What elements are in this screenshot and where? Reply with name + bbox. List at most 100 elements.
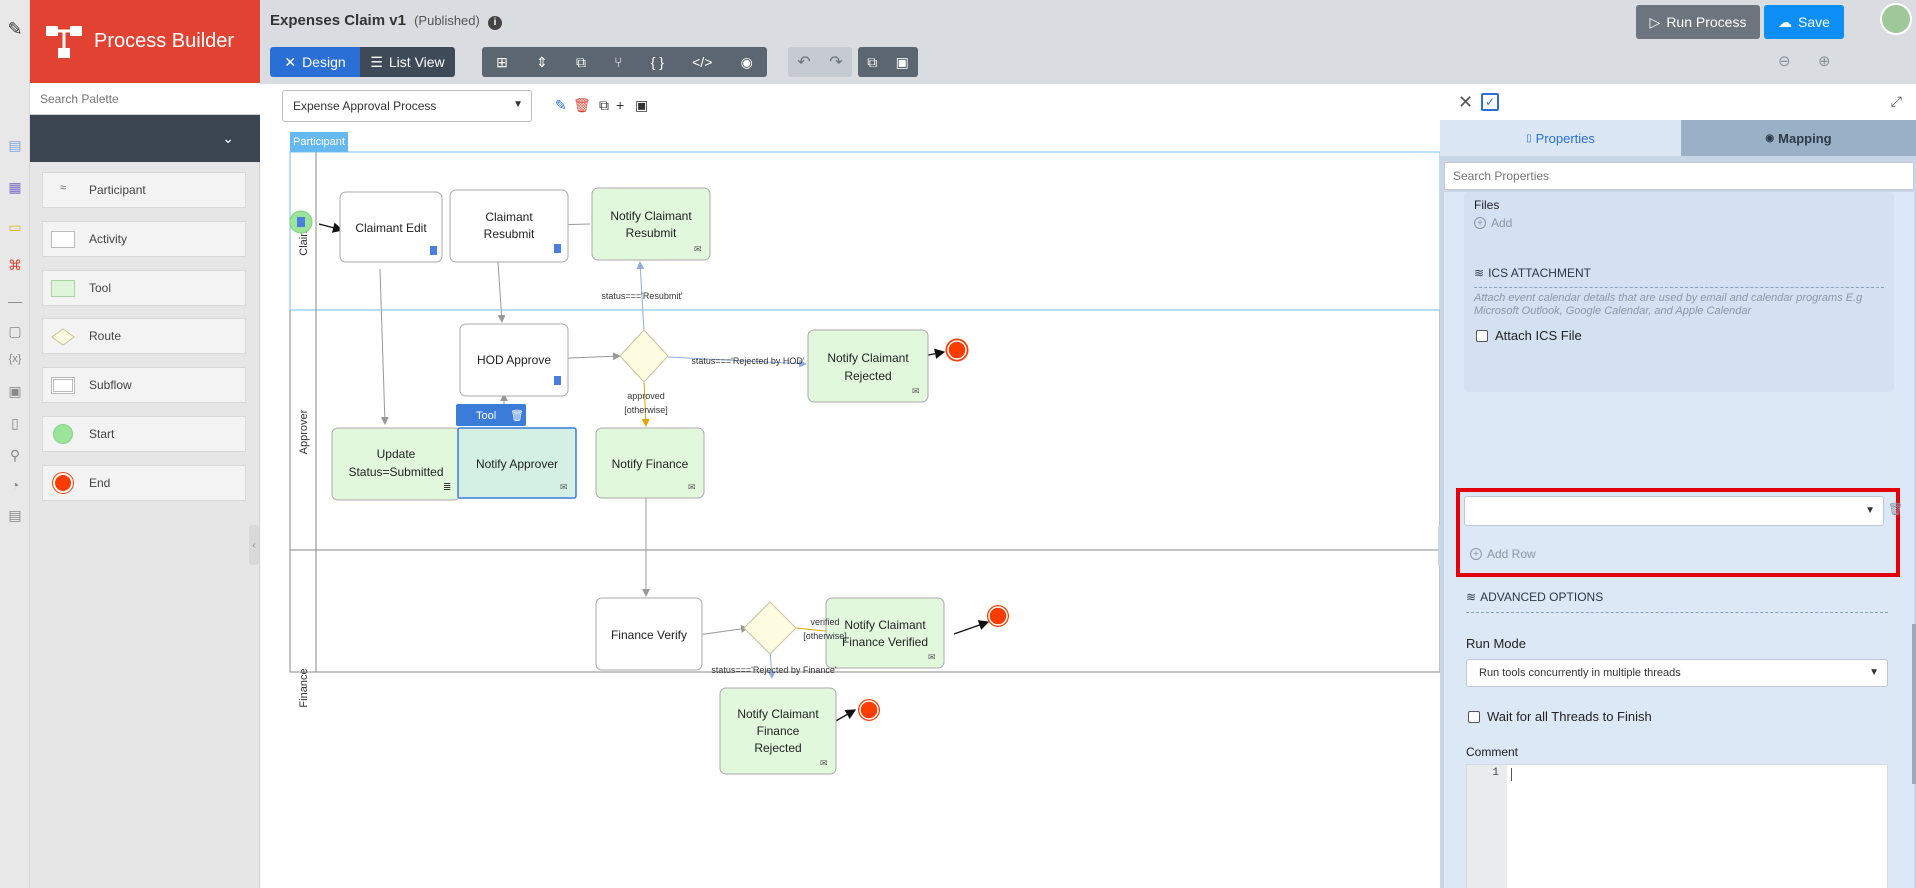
process-select[interactable]: Expense Approval Process ▼ (282, 90, 532, 122)
end-node[interactable] (858, 699, 880, 721)
check-icon[interactable]: ✓ (1481, 93, 1499, 111)
save-button[interactable]: ☁ Save (1764, 5, 1844, 39)
clipboard-icon[interactable]: ▣ (635, 97, 649, 113)
form-icon[interactable]: ▢ (8, 322, 22, 339)
tool-notify-approver[interactable]: Notify Approver ✉ (457, 427, 577, 499)
trash-icon[interactable]: 🗑 (573, 97, 591, 113)
palette-category-dropdown[interactable]: ⌄ (30, 115, 260, 162)
undo-icon[interactable]: ↶ (797, 54, 811, 71)
expand-icon[interactable]: ⤢ (1890, 93, 1902, 109)
image-icon[interactable]: ▣ (8, 382, 22, 399)
palette-item-route[interactable]: Route (42, 318, 246, 354)
zoom-in-icon[interactable]: ⊕ (1818, 53, 1831, 70)
copy-icon[interactable]: ⧉ (867, 53, 878, 70)
process-icon[interactable]: ⌘ (8, 256, 22, 273)
palette-collapse-handle[interactable]: ‹ (249, 525, 259, 565)
palette-item-participant[interactable]: ≈ Participant (42, 172, 246, 208)
add-row-link[interactable]: + Add Row (1470, 547, 1536, 561)
add-file-link[interactable]: + Add (1474, 216, 1512, 230)
table-icon[interactable]: ▦ (8, 178, 22, 195)
paste-icon[interactable]: ▣ (895, 53, 909, 70)
copy-format-icon[interactable]: ⧉ (575, 53, 586, 70)
plugin-icon[interactable]: ⚲ (9, 446, 21, 463)
flow-rejected-by-hod[interactable] (667, 356, 807, 368)
plus-icon[interactable]: + (616, 97, 625, 113)
tool-notify-finance[interactable]: Notify Finance ✉ (595, 427, 705, 499)
file-icon[interactable]: ▯ (11, 414, 19, 431)
palette-item-end[interactable]: End (42, 465, 246, 501)
tab-properties[interactable]: ▯ Properties (1440, 120, 1681, 156)
tool-update-status[interactable]: Update Status=Submitted ≣ (331, 427, 461, 501)
avatar[interactable] (1880, 3, 1912, 35)
activity-claimant-edit[interactable]: Claimant Edit (339, 191, 443, 263)
gauge-icon[interactable]: ◔ (10, 477, 20, 493)
activity-hod-approve[interactable]: HOD Approve (459, 323, 569, 397)
activity-finance-verify[interactable]: Finance Verify (595, 597, 703, 671)
close-icon[interactable]: ✕ (1458, 92, 1474, 112)
code-icon[interactable]: </> (692, 54, 713, 70)
add-label: Add (1491, 216, 1513, 230)
copy-icon[interactable]: ⧉ (599, 97, 609, 113)
flow-start-to-edit[interactable] (318, 222, 344, 233)
mail-icon: ✉ (928, 652, 936, 662)
tool-notify-finance-rejected[interactable]: Notify Claimant Finance Rejected ✉ (719, 687, 837, 775)
comment-editor[interactable]: 1 (1466, 764, 1888, 888)
activity-claimant-resubmit[interactable]: Claimant Resubmit (449, 189, 569, 263)
camera-icon[interactable]: ◉ (740, 53, 753, 70)
info-icon[interactable]: i (488, 15, 503, 30)
wait-threads-checkbox[interactable] (1468, 711, 1480, 723)
mapping-row-select[interactable]: ▼ (1464, 496, 1884, 526)
section-divider (1474, 287, 1884, 288)
pencil-icon[interactable]: ✎ (555, 97, 567, 113)
palette-item-activity[interactable]: Activity (42, 221, 246, 257)
flow-approved[interactable] (641, 379, 650, 427)
flow-to-end-2[interactable] (953, 620, 990, 635)
end-node[interactable] (987, 605, 1009, 627)
zoom-out-icon[interactable]: ⊖ (1778, 53, 1791, 70)
tab-mapping[interactable]: ◉ Mapping (1681, 120, 1916, 156)
flow-resubmit-to-hod[interactable] (497, 261, 506, 323)
list-view-button[interactable]: ☰ List View (360, 47, 455, 77)
tool-notify-claimant-rejected[interactable]: Notify Claimant Rejected ✉ (807, 329, 929, 403)
form-icon (554, 244, 561, 253)
route-hod-decision[interactable] (619, 329, 669, 383)
svg-text:Notify Claimant: Notify Claimant (737, 707, 819, 721)
document-icon[interactable]: ▤ (8, 136, 22, 153)
design-button[interactable]: ✕ Design (270, 47, 360, 77)
layers-icon: ≋ (1474, 266, 1485, 280)
attach-ics-checkbox[interactable] (1476, 330, 1488, 342)
edit-icon[interactable]: ✎ (7, 18, 23, 39)
package-icon[interactable]: ▤ (8, 506, 22, 523)
variable-icon[interactable]: {x} (8, 353, 22, 365)
flow-resubmit[interactable] (636, 261, 645, 333)
palette-item-tool[interactable]: Tool (42, 270, 246, 306)
branch-icon[interactable]: ⑂ (614, 54, 623, 70)
properties-scrollbar[interactable] (1912, 624, 1916, 784)
tool-popup-label: Tool (476, 410, 496, 422)
palette-search-input[interactable] (30, 83, 260, 115)
end-node[interactable] (945, 338, 969, 362)
hierarchy-icon[interactable]: ⊞ (496, 53, 508, 70)
palette-item-start[interactable]: Start (42, 416, 246, 452)
run-process-label: Run Process (1666, 14, 1747, 30)
properties-search-input[interactable] (1444, 162, 1914, 190)
flow-edit-to-update[interactable] (379, 268, 389, 425)
tool-popup[interactable]: Tool 🗑 (456, 404, 526, 426)
run-process-button[interactable]: ▷ Run Process (1636, 5, 1760, 39)
participant-tab[interactable]: Participant (290, 132, 348, 152)
align-icon[interactable]: ⇕ (536, 53, 548, 70)
redo-icon[interactable]: ↷ (829, 54, 843, 71)
document-title: Expenses Claim v1 (Published) i (270, 12, 503, 30)
tool-notify-claimant-resubmit[interactable]: Notify Claimant Resubmit ✉ (591, 187, 711, 261)
flow-rejected-by-finance[interactable] (767, 649, 776, 679)
divider-icon: — (8, 293, 22, 309)
trash-icon[interactable]: 🗑 (1888, 502, 1904, 516)
run-mode-select[interactable]: Run tools concurrently in multiple threa… (1466, 659, 1888, 687)
monitor-icon[interactable]: ▭ (8, 218, 22, 235)
diagram-canvas[interactable]: Claimant Approver Finance Claimant Edit (260, 84, 1440, 888)
route-finance-decision[interactable] (743, 601, 797, 655)
braces-icon[interactable]: { } (650, 54, 664, 70)
tool-notify-finance-verified[interactable]: Notify Claimant Finance Verified ✉ (825, 597, 945, 669)
trash-icon[interactable]: 🗑 (510, 409, 524, 422)
palette-item-subflow[interactable]: Subflow (42, 367, 246, 403)
